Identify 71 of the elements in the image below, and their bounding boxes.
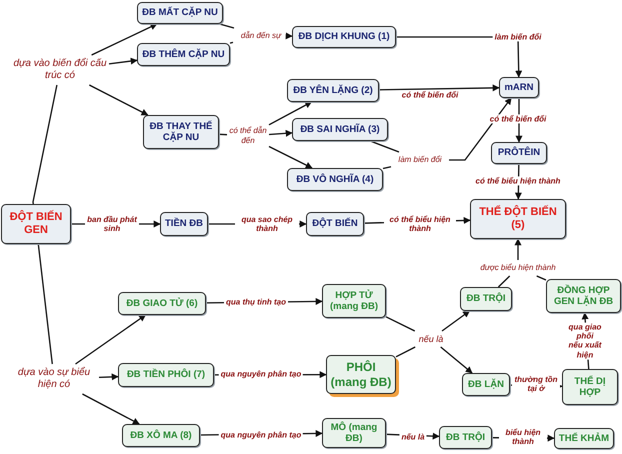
branch-label: dẫn đến sự (234, 29, 288, 42)
process-box: ĐB TRỘI (460, 287, 512, 311)
process-box: ĐB TIỀN PHÔI (7) (118, 363, 214, 387)
arrow (268, 146, 313, 169)
process-box: ĐB THAY THẾ CẶP NU (143, 115, 219, 149)
process-box: ĐB XÔ MA (8) (122, 424, 200, 447)
arrow (75, 314, 146, 365)
process-box: ĐB YÊN LẶNG (2) (287, 79, 379, 102)
edge-label: làm biến đổi (492, 32, 544, 42)
process-box: ĐB THÊM CẶP NU (137, 43, 230, 66)
process-box: HỢP TỬ (mang ĐB) (322, 284, 386, 318)
arrow (89, 84, 148, 116)
arrow (82, 393, 140, 425)
process-box: mARN (499, 77, 539, 98)
edge-label: có thể biến đổi (400, 90, 460, 100)
main-topic-box: THỂ ĐỘT BIẾN (5) (470, 199, 566, 239)
process-box: ĐB GIAO TỬ (6) (118, 292, 206, 315)
branch-label: được biểu hiện thành (472, 261, 564, 275)
arrow (98, 373, 119, 380)
arrow (108, 58, 138, 65)
connector-line (370, 140, 400, 153)
connector-line (396, 346, 416, 358)
branch-label: nếu là (412, 332, 450, 346)
process-box: TIỀN ĐB (160, 212, 208, 236)
process-box: PHÔI (mang ĐB) (326, 355, 396, 394)
arrow (442, 310, 470, 332)
connector-line (32, 84, 58, 204)
edge-label: ban đầu phát sinh (85, 214, 139, 234)
arrow (378, 84, 500, 92)
edge-label: qua sao chép thành (235, 214, 299, 234)
process-box: ĐB TRỘI (439, 426, 492, 449)
arrow (286, 32, 293, 40)
process-box: ĐB SAI NGHĨA (3) (292, 118, 388, 141)
arrow (268, 130, 293, 137)
edge-label: qua nguyên phân tạo (218, 369, 304, 379)
edge-label: qua giao phối nếu xuất hiện (566, 322, 604, 360)
connector-line (219, 23, 234, 29)
process-box: ĐỘT BIẾN (306, 212, 364, 236)
arrow (514, 238, 522, 260)
process-box: ĐỒNG HỢP GEN LẶN ĐB (546, 279, 621, 313)
branch-label: có thể dẫn đến (228, 124, 268, 148)
edge-label: có thể biểu hiện thành (474, 176, 562, 186)
process-box: ĐB MẤT CẶP NU (137, 2, 223, 24)
edge-label: thường tồn tại ở (512, 374, 560, 394)
process-box: ĐB VÔ NGHĨA (4) (287, 168, 383, 191)
edge-label: qua thụ tinh tạo (224, 297, 288, 307)
branch-label: dựa vào sự biểu hiện có (10, 365, 98, 393)
process-box: PRÔTÊIN (491, 142, 547, 164)
process-box: ĐB LẶN (462, 373, 510, 396)
connector-line (230, 42, 234, 44)
arrow (268, 101, 312, 126)
process-box: THỂ KHẢM (554, 428, 614, 449)
edge-label: nếu là (399, 432, 427, 442)
process-box: ĐB DỊCH KHUNG (1) (292, 26, 396, 48)
connector-line (536, 275, 546, 281)
connector-line (386, 316, 416, 332)
edge-label: có thể biểu hiện thành (384, 214, 456, 234)
connector-line (38, 244, 53, 364)
edge-label: qua nguyên phân tạo (218, 430, 304, 440)
connector-line (382, 166, 392, 170)
connector-line (498, 276, 510, 288)
arrow (440, 346, 473, 374)
branch-label: làm biến đổi (392, 153, 448, 167)
branch-label: dựa vào biến đổi cấu trúc có (12, 56, 108, 84)
arrow (91, 23, 158, 56)
process-box: THỂ DỊ HỢP (562, 369, 618, 405)
arrow (449, 97, 512, 161)
edge-label: có thể biến đổi (488, 114, 548, 124)
edge-label: biểu hiện thành (499, 428, 547, 446)
main-topic-box: ĐỘT BIẾN GEN (1, 204, 71, 244)
process-box: MÔ (mang ĐB) (322, 418, 386, 448)
